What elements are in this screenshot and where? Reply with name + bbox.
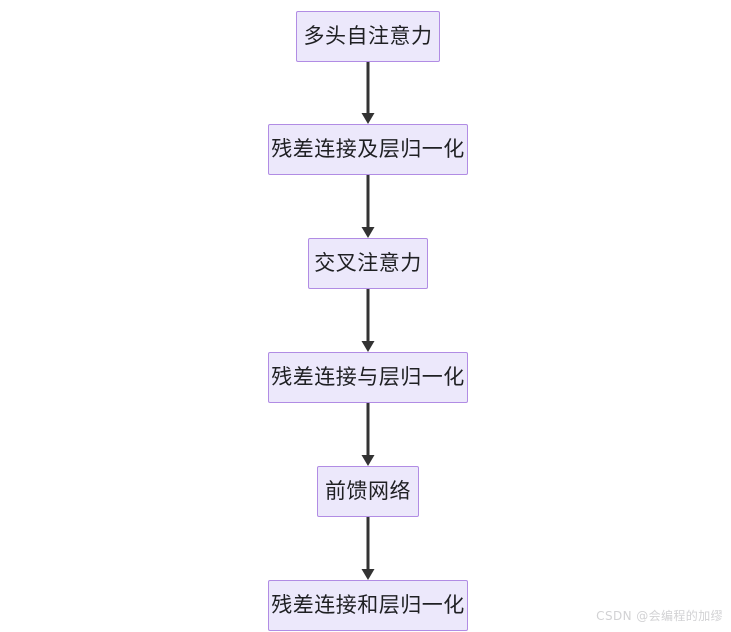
flow-arrow-head-icon	[361, 113, 375, 124]
flow-node-n3[interactable]: 交叉注意力	[308, 238, 428, 289]
watermark-label: CSDN @会编程的加缪	[596, 609, 723, 623]
flow-node-label: 残差连接及层归一化	[271, 137, 465, 161]
flow-node-label: 多头自注意力	[303, 24, 433, 48]
flow-node-label: 交叉注意力	[314, 251, 422, 275]
flow-arrow-head-icon	[361, 341, 375, 352]
flow-node-n1[interactable]: 多头自注意力	[296, 11, 440, 62]
flow-arrow	[361, 175, 375, 238]
flow-node-n6[interactable]: 残差连接和层归一化	[268, 580, 468, 631]
flow-arrow	[361, 62, 375, 124]
flow-arrow	[361, 517, 375, 580]
flow-node-n5[interactable]: 前馈网络	[317, 466, 419, 517]
flow-node-n2[interactable]: 残差连接及层归一化	[268, 124, 468, 175]
flow-arrow-head-icon	[361, 569, 375, 580]
flow-arrow-head-icon	[361, 227, 375, 238]
flow-node-label: 残差连接和层归一化	[271, 593, 465, 617]
flow-node-label: 残差连接与层归一化	[271, 365, 465, 389]
flow-arrow-head-icon	[361, 455, 375, 466]
flow-arrow	[361, 403, 375, 466]
flow-node-n4[interactable]: 残差连接与层归一化	[268, 352, 468, 403]
flow-arrow	[361, 289, 375, 352]
flow-node-label: 前馈网络	[325, 479, 411, 503]
